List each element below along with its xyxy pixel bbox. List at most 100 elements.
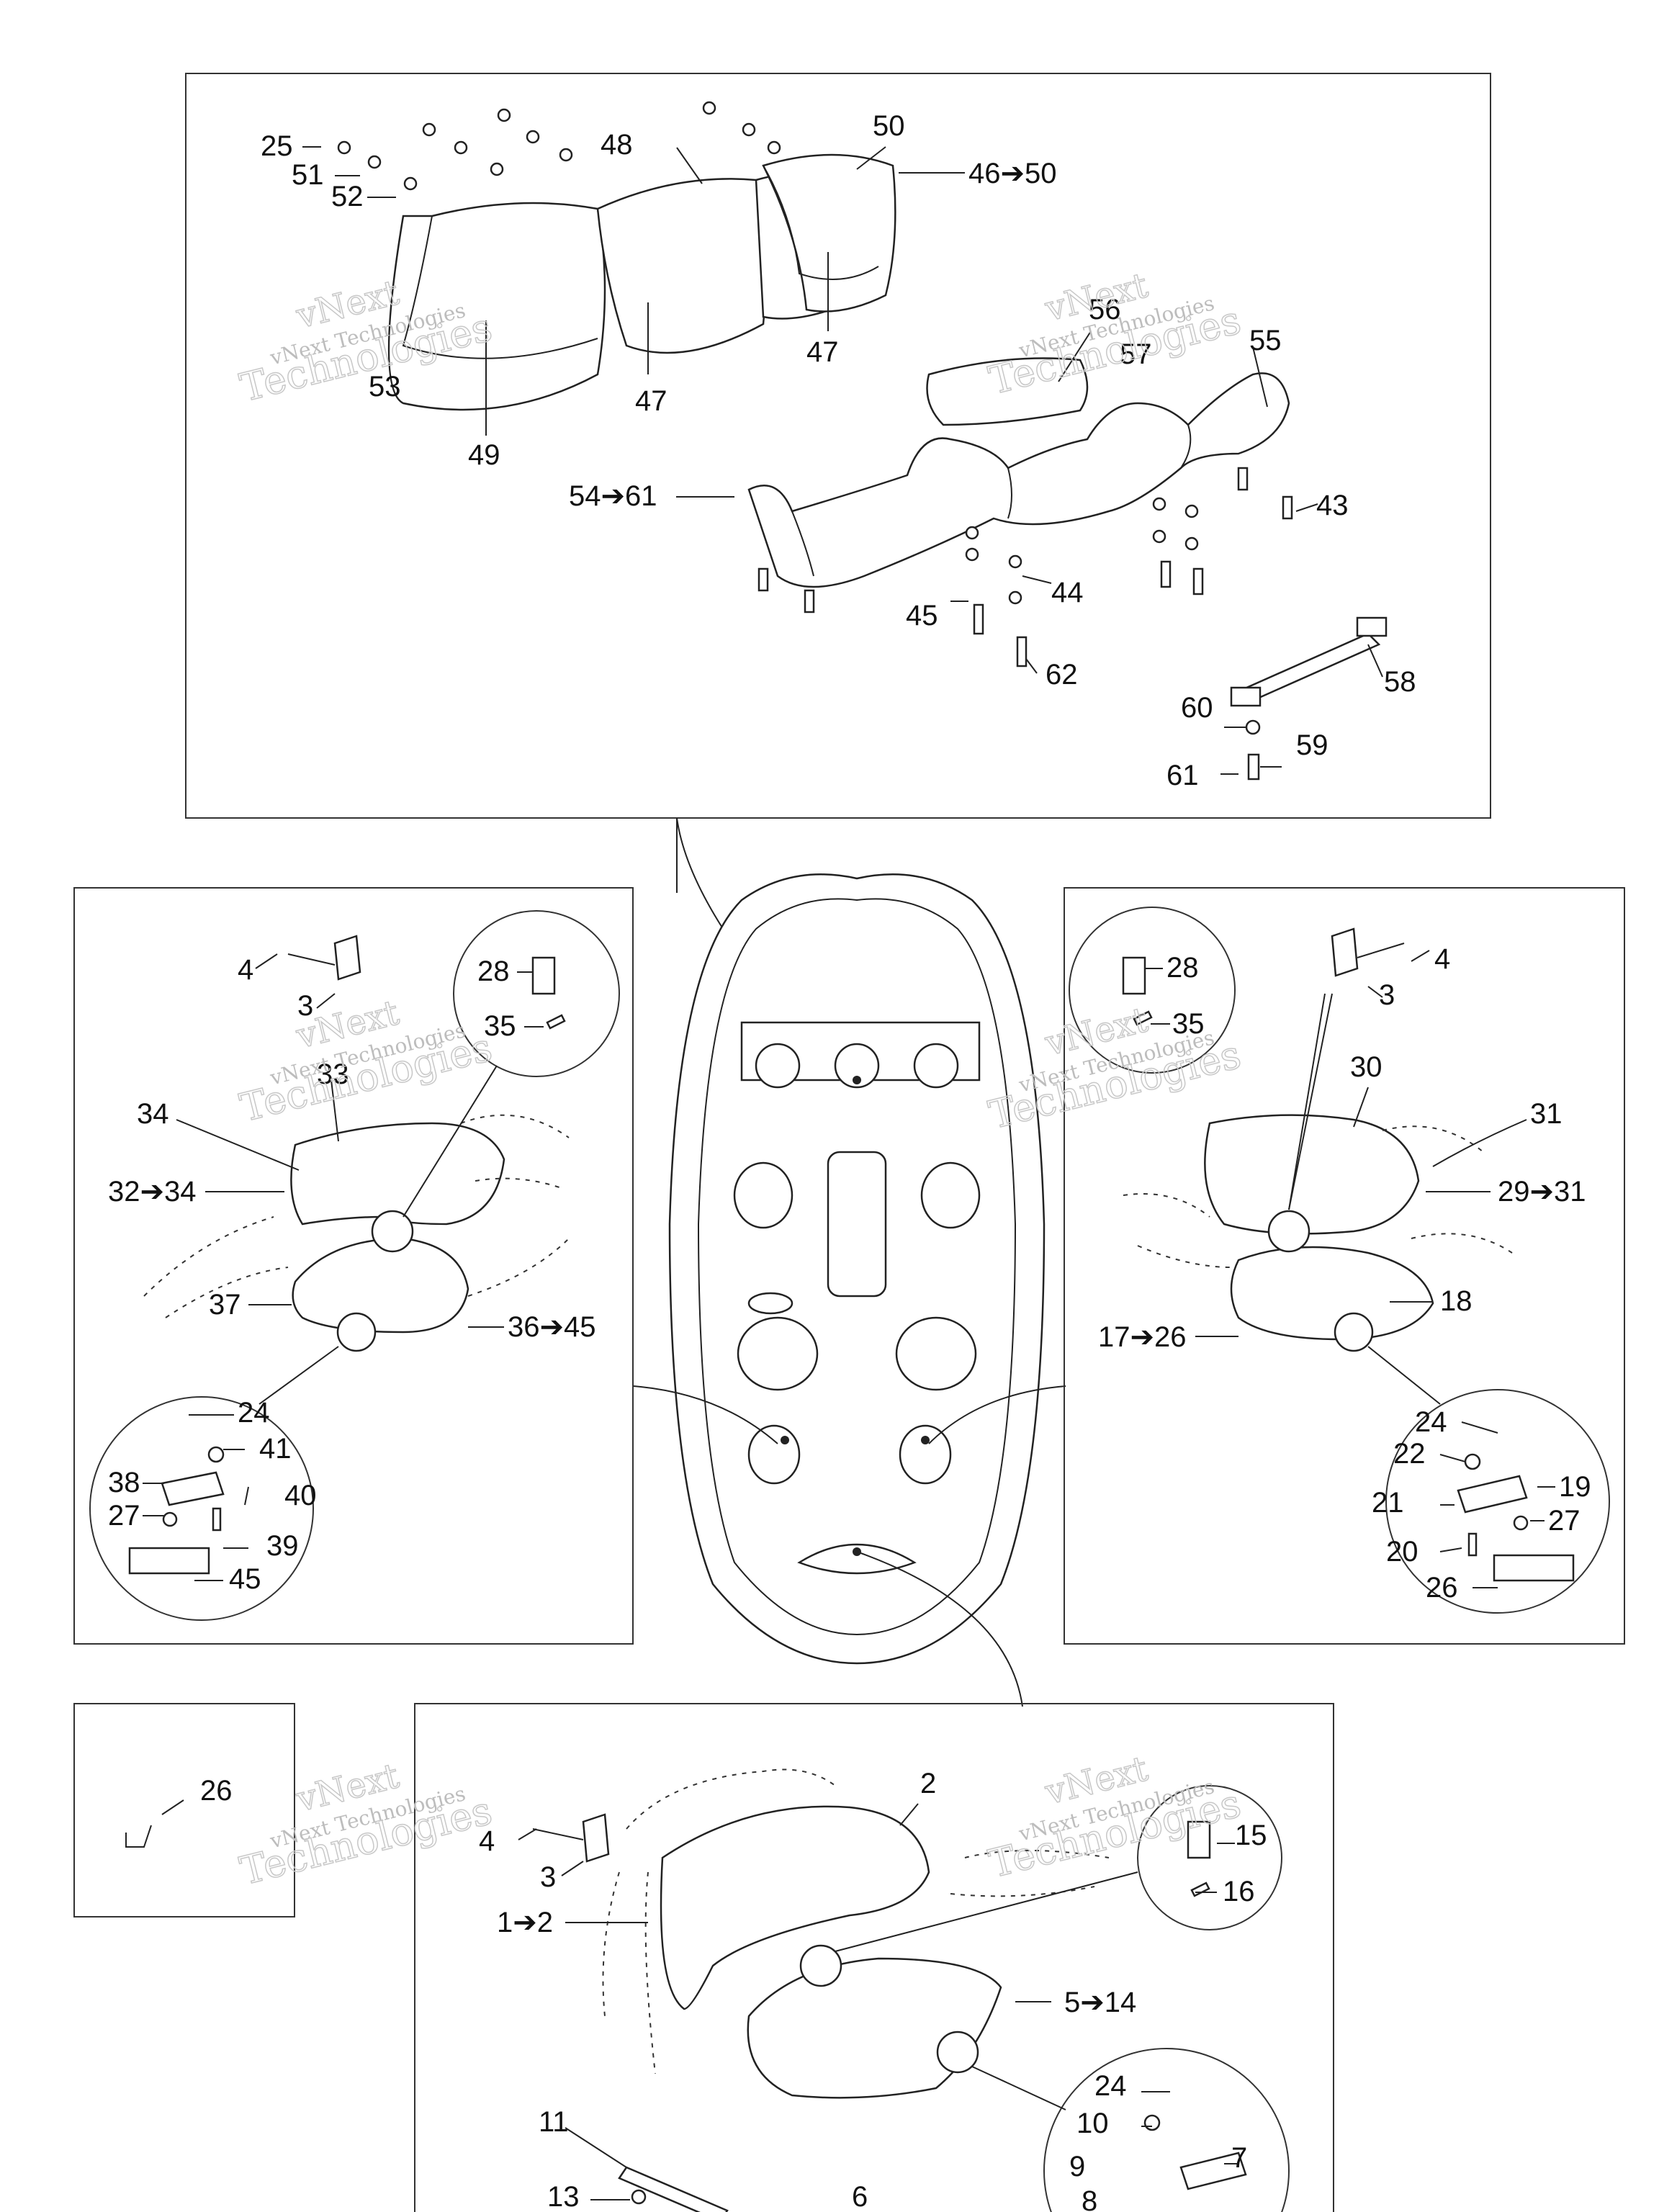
seat-17-26 — [1230, 1246, 1434, 1341]
label-53: 53 — [369, 371, 401, 403]
watermark-6: vNext vNext Technologies Technologies — [984, 1748, 1246, 1887]
top-panel-frame — [185, 73, 1491, 819]
label-45-left: 45 — [229, 1563, 261, 1595]
hull-console — [827, 1151, 887, 1298]
label-31: 31 — [1530, 1098, 1563, 1130]
label-21: 21 — [1372, 1487, 1404, 1519]
label-13: 13 — [547, 2181, 580, 2212]
leaders-top — [302, 146, 1383, 775]
label-62: 62 — [1046, 659, 1078, 691]
label-28-left: 28 — [477, 956, 510, 987]
callout-bracket-bottom — [1043, 2048, 1290, 2212]
callout-clip-left — [453, 910, 620, 1077]
bracket-3-left — [333, 935, 361, 981]
label-61: 61 — [1166, 760, 1199, 791]
right-panel-frame — [1064, 887, 1625, 1645]
label-52: 52 — [331, 181, 364, 212]
strap-end-b — [1356, 616, 1388, 637]
label-3-left: 3 — [297, 990, 313, 1022]
cushion-56 — [926, 357, 1089, 426]
label-32-34: 32➔34 — [108, 1176, 197, 1208]
label-19: 19 — [1559, 1471, 1591, 1503]
label-15: 15 — [1235, 1820, 1267, 1851]
top-panel: 25 51 52 48 50 46➔50 47 47 49 53 56 57 5… — [185, 73, 1491, 1081]
clip-28-left — [531, 956, 556, 995]
watermark-3: vNext vNext Technologies Technologies — [235, 992, 498, 1131]
seat-5-14 — [747, 1957, 1002, 2099]
bottom-panel-frame — [414, 1703, 1334, 2212]
label-46-50: 46➔50 — [968, 158, 1057, 189]
bracket-3-right — [1331, 927, 1359, 977]
clip-26 — [125, 1825, 152, 1848]
label-40: 40 — [284, 1480, 317, 1511]
label-27-right: 27 — [1548, 1505, 1581, 1537]
backrest-29-31 — [1204, 1114, 1420, 1235]
pad-45-left — [128, 1547, 210, 1575]
backrest-1-2 — [660, 1805, 930, 2010]
label-6: 6 — [852, 2181, 868, 2212]
small-panel-frame — [73, 1703, 295, 1917]
label-36-45: 36➔45 — [508, 1311, 596, 1343]
label-51: 51 — [292, 159, 324, 191]
labels-bottom: 2 4 3 15 16 1➔2 5➔14 24 10 7 9 8 11 13 6 — [479, 1768, 1267, 2212]
label-45: 45 — [906, 600, 938, 631]
labels-left: 4 3 28 35 33 34 32➔34 37 36➔45 24 41 38 … — [108, 954, 596, 1595]
left-panel-frame — [73, 887, 634, 1645]
pad-26-right — [1493, 1554, 1575, 1582]
backrest-32-34 — [290, 1122, 505, 1226]
label-17-26: 17➔26 — [1098, 1321, 1187, 1353]
labels-top: 25 51 52 48 50 46➔50 47 47 49 53 56 57 5… — [261, 110, 1416, 791]
label-25: 25 — [261, 130, 293, 162]
hull-overview — [633, 873, 1066, 1707]
label-22: 22 — [1393, 1438, 1426, 1470]
label-55: 55 — [1249, 325, 1282, 356]
clip-28-right — [1122, 956, 1146, 995]
bottom-panel: 2 4 3 15 16 1➔2 5➔14 24 10 7 9 8 11 13 6 — [414, 1703, 1334, 2212]
label-39: 39 — [266, 1530, 299, 1562]
left-panel: 4 3 28 35 33 34 32➔34 37 36➔45 24 41 38 … — [73, 887, 634, 1645]
label-27-left: 27 — [108, 1500, 140, 1532]
rivet-35-right — [1133, 1010, 1153, 1026]
label-1-2: 1➔2 — [497, 1907, 553, 1938]
label-57: 57 — [1120, 338, 1152, 370]
watermark-5: vNext vNext Technologies Technologies — [235, 1755, 498, 1894]
label-47a: 47 — [806, 336, 839, 368]
label-35-right: 35 — [1172, 1008, 1205, 1040]
seat-assembly-54-61 — [747, 372, 1290, 588]
strap-end-a — [1230, 686, 1262, 707]
callout-clip-right — [1069, 907, 1236, 1074]
label-26-right: 26 — [1426, 1572, 1458, 1604]
label-50: 50 — [873, 110, 905, 142]
fasteners-top — [337, 101, 1293, 781]
label-33: 33 — [317, 1058, 349, 1090]
label-37: 37 — [209, 1289, 241, 1321]
label-7: 7 — [1231, 2142, 1247, 2174]
clip-15 — [1187, 1820, 1211, 1859]
label-16: 16 — [1223, 1876, 1255, 1907]
label-35-left: 35 — [484, 1010, 516, 1042]
seat-cover-48 — [596, 178, 767, 354]
small-panel: 26 — [73, 1703, 295, 1917]
callout-clip-bottom — [1137, 1785, 1282, 1930]
label-59: 59 — [1296, 729, 1328, 761]
rivet-35-left — [546, 1014, 566, 1030]
label-8: 8 — [1082, 2185, 1097, 2212]
seat-36-45 — [292, 1237, 469, 1334]
label-48: 48 — [601, 129, 633, 161]
bracket-3-bottom — [582, 1813, 610, 1863]
label-28-right: 28 — [1166, 952, 1199, 984]
label-5-14: 5➔14 — [1064, 1987, 1136, 2018]
label-41: 41 — [259, 1433, 292, 1465]
label-11: 11 — [539, 2106, 569, 2138]
watermark-2: vNext vNext Technologies Technologies — [984, 265, 1246, 404]
label-54-61: 54➔61 — [569, 480, 657, 512]
bracket-7 — [1179, 2152, 1247, 2190]
label-60: 60 — [1181, 692, 1213, 724]
label-56: 56 — [1089, 294, 1121, 325]
rivet-16 — [1190, 1881, 1210, 1897]
callout-bracket-right — [1385, 1389, 1610, 1614]
label-10: 10 — [1076, 2108, 1109, 2139]
label-30: 30 — [1350, 1051, 1382, 1083]
bracket-19 — [1457, 1475, 1528, 1514]
